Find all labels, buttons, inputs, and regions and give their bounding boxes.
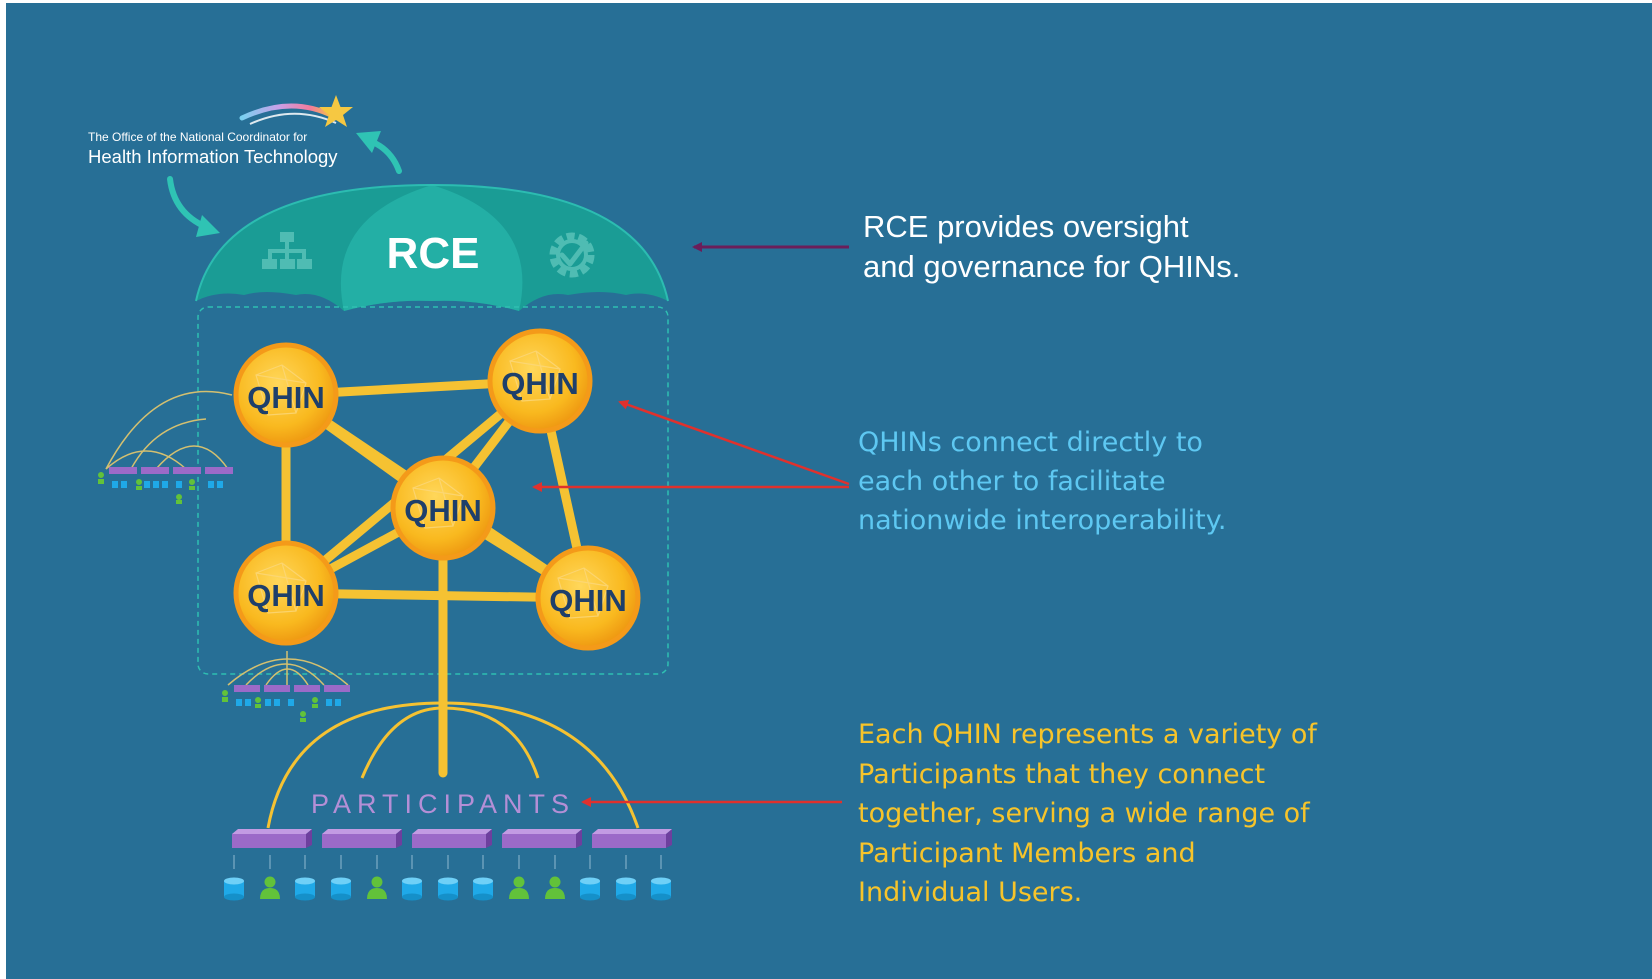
mini-participant-cluster-left (98, 390, 233, 504)
qhin-node: QHIN (535, 545, 641, 651)
rce-label: RCE (387, 229, 480, 278)
participants-caption: Each QHIN represents a variety of Partic… (858, 719, 1317, 908)
database-icon (402, 877, 422, 901)
database-icon (295, 877, 315, 901)
participants-label: PARTICIPANTS (311, 789, 575, 819)
database-icon (331, 877, 351, 901)
qhin-callout-arrow (618, 399, 850, 486)
star-icon (319, 95, 353, 127)
rce-umbrella: RCE (195, 183, 669, 311)
participant-bar (592, 829, 672, 848)
participant-bar (232, 829, 312, 848)
svg-text:QHIN: QHIN (247, 578, 325, 613)
svg-text:QHIN: QHIN (247, 380, 325, 415)
onc-logo-line2: Health Information Technology (88, 146, 338, 167)
database-icon (616, 877, 636, 901)
participant-bar (412, 829, 492, 848)
database-icon (651, 877, 671, 901)
person-icon (545, 876, 565, 899)
rce-caption: RCE provides oversight and governance fo… (863, 209, 1241, 284)
onc-logo-line1: The Office of the National Coordinator f… (88, 130, 307, 144)
cycle-arrows (167, 131, 402, 237)
svg-text:QHIN: QHIN (404, 493, 482, 528)
participant-arcs (266, 701, 640, 829)
svg-text:QHIN: QHIN (549, 583, 627, 618)
qhin-node: QHIN (233, 540, 339, 646)
qhin-node: QHIN (487, 328, 593, 434)
mini-participant-cluster-bottom (222, 651, 350, 722)
onc-logo: The Office of the National Coordinator f… (88, 95, 353, 167)
qhin-node: QHIN (233, 342, 339, 448)
database-icon (580, 877, 600, 901)
participant-bar (322, 829, 402, 848)
slide: The Office of the National Coordinator f… (6, 3, 1652, 979)
org-chart-icon (262, 232, 312, 269)
person-icon (367, 876, 387, 899)
participant-bars (232, 829, 672, 848)
qhin-caption: QHINs connect directly to each other to … (858, 427, 1227, 536)
qhin-network-diagram: The Office of the National Coordinator f… (88, 95, 850, 901)
person-icon (509, 876, 529, 899)
callout-arrows (532, 242, 850, 807)
person-icon (260, 876, 280, 899)
user-connectors (233, 855, 662, 869)
database-icon (438, 877, 458, 901)
database-icon (224, 877, 244, 901)
qhin-network-frame (197, 306, 669, 675)
user-icons (224, 876, 671, 901)
database-icon (473, 877, 493, 901)
gear-check-icon (549, 232, 595, 278)
qhin-node: QHIN (390, 455, 496, 561)
participant-bar (502, 829, 582, 848)
svg-text:QHIN: QHIN (501, 366, 579, 401)
